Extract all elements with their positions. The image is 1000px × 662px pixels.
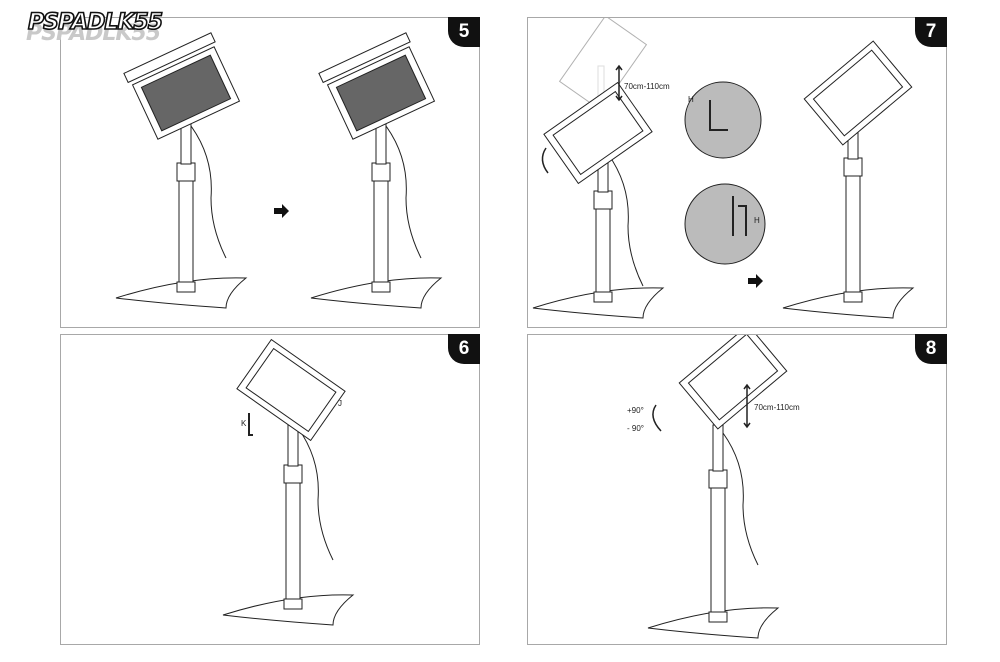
pole-collar <box>283 464 303 484</box>
step-7-panel: 70cm-110cm H H 7 <box>527 17 947 328</box>
tool-label-h: H <box>754 216 760 225</box>
step-7-illustration <box>532 18 915 319</box>
rotate-arrow-icon <box>541 147 549 174</box>
label-k: K <box>241 419 247 428</box>
base-collar <box>371 281 391 293</box>
tablet-screen <box>245 347 337 433</box>
pole-collar <box>371 162 391 182</box>
lower-pole <box>845 172 861 293</box>
lower-pole <box>285 479 301 600</box>
hex-key-icon <box>709 100 747 236</box>
pole-collar <box>708 469 728 489</box>
cable <box>385 125 422 259</box>
tablet-enclosure <box>236 338 346 442</box>
detail-circle-top <box>684 81 762 159</box>
hex-key-icon <box>248 413 253 436</box>
detail-circle-bottom <box>684 183 766 265</box>
height-label: 70cm-110cm <box>754 403 800 412</box>
tool-label-h: H <box>688 95 694 104</box>
height-arrow-icon <box>615 64 623 102</box>
open-lid <box>123 32 216 84</box>
base-plate <box>532 287 665 319</box>
base-plate <box>647 607 780 639</box>
step-5-illustration <box>115 32 443 309</box>
cable <box>297 427 334 561</box>
step-5-panel: 5 <box>60 17 480 328</box>
label-j: J <box>338 399 342 408</box>
tablet-screen <box>335 54 427 132</box>
tablet-screen <box>140 54 232 132</box>
cable <box>607 153 644 287</box>
base-plate <box>222 594 355 626</box>
arrow-icon <box>274 204 289 218</box>
height-arrow-icon <box>743 383 751 429</box>
base-collar <box>843 291 863 303</box>
lower-pole <box>595 205 611 293</box>
tablet-enclosure <box>678 335 788 430</box>
pole-collar <box>593 190 613 210</box>
base-collar <box>176 281 196 293</box>
arrow-icon <box>748 274 763 288</box>
tablet-screen <box>812 49 904 137</box>
pole-collar <box>176 162 196 182</box>
base-collar <box>708 611 728 623</box>
lower-pole <box>373 177 389 283</box>
upper-pole <box>712 424 724 472</box>
cable <box>190 125 227 259</box>
height-label: 70cm-110cm <box>624 82 670 91</box>
tablet-screen <box>687 335 779 421</box>
step-8-panel: 70cm-110cm +90° - 90° 8 <box>527 334 947 645</box>
base-collar <box>593 291 613 303</box>
step-6-illustration <box>222 338 355 626</box>
cable <box>722 432 759 566</box>
base-collar <box>283 598 303 610</box>
step-6-panel: K J 6 <box>60 334 480 645</box>
step-badge: 5 <box>448 17 480 47</box>
base-plate <box>115 277 248 309</box>
base-plate <box>782 287 915 319</box>
angle-minus-label: - 90° <box>627 424 644 433</box>
base-plate <box>310 277 443 309</box>
step-badge: 8 <box>915 334 947 364</box>
tablet-enclosure <box>123 32 241 140</box>
angle-plus-label: +90° <box>627 406 644 415</box>
ghost-frame <box>558 18 648 111</box>
step-badge: 7 <box>915 17 947 47</box>
tablet-enclosure <box>543 81 653 185</box>
ghost-tablet <box>558 18 648 111</box>
open-lid <box>318 32 411 84</box>
pole-collar <box>843 157 863 177</box>
tablet-screen <box>552 90 644 176</box>
step-badge: 6 <box>448 334 480 364</box>
rotate-arrow-icon <box>652 404 662 432</box>
lower-pole <box>178 177 194 283</box>
tablet-enclosure <box>318 32 436 140</box>
lower-pole <box>710 484 726 613</box>
logo: PSPADLK55 <box>27 9 164 36</box>
tablet-enclosure <box>803 40 913 146</box>
step-8-illustration <box>647 335 788 639</box>
